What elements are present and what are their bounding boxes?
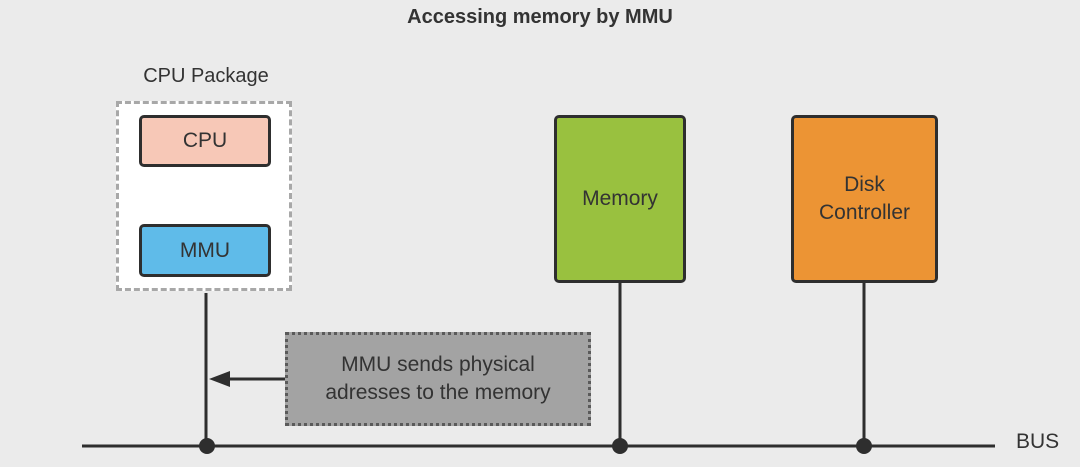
cpu-label: CPU <box>182 129 228 152</box>
bus-label: BUS <box>1016 430 1060 453</box>
mmu-bus-junction <box>199 438 215 454</box>
mmu-box: MMU <box>139 224 271 277</box>
note-arrowhead <box>209 371 230 387</box>
mmu-label: MMU <box>179 238 231 262</box>
memory-box: Memory <box>554 115 686 283</box>
note-line2: adresses to the memory <box>325 381 551 404</box>
diagram-title: Accessing memory by MMU <box>407 6 673 28</box>
disk-controller-label-line2: Controller <box>818 201 911 224</box>
disk-bus-junction <box>856 438 872 454</box>
cpu-box: CPU <box>139 115 271 167</box>
disk-controller-label-line1: Disk <box>844 173 885 196</box>
memory-label: Memory <box>582 187 658 210</box>
mmu-note-box: MMU sends physical adresses to the memor… <box>285 332 591 426</box>
memory-bus-junction <box>612 438 628 454</box>
cpu-package-label: CPU Package <box>143 65 269 87</box>
note-line1: MMU sends physical <box>341 353 535 376</box>
disk-controller-box: Disk Controller <box>791 115 938 283</box>
